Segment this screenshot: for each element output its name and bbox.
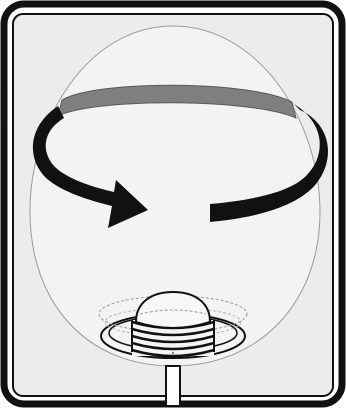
lamp-pole: [166, 366, 180, 406]
